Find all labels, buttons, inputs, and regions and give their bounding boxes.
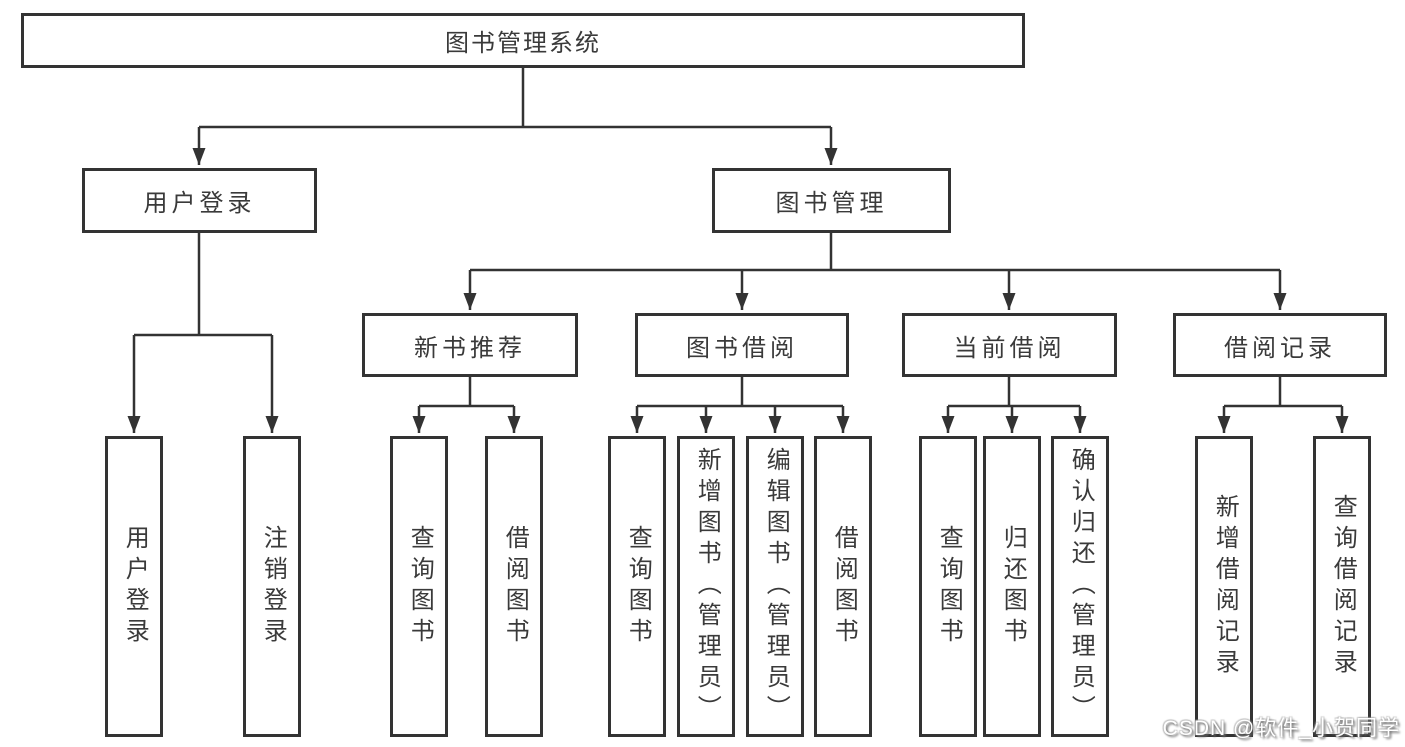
csdn-watermark: CSDN @软件_小贺同学 xyxy=(1162,717,1400,740)
leaf-borrow-books-recommend-label: 借阅图书 xyxy=(501,524,529,649)
leaf-borrow-books-recommend: 借阅图书 xyxy=(485,436,543,737)
node-borrow-records-label: 借阅记录 xyxy=(1224,334,1336,362)
leaf-add-borrow-record: 新增借阅记录 xyxy=(1195,436,1253,737)
leaf-logout: 注销登录 xyxy=(243,436,301,737)
leaf-query-books-current-label: 查询图书 xyxy=(935,524,963,649)
leaf-edit-book-admin: 编辑图书（管理员） xyxy=(746,436,804,737)
leaf-borrow-books-label: 借阅图书 xyxy=(830,524,858,649)
node-new-book-recommend: 新书推荐 xyxy=(362,313,578,377)
leaf-add-book-admin-label: 新增图书（管理员） xyxy=(693,447,721,726)
leaf-query-books-recommend: 查询图书 xyxy=(390,436,448,737)
node-book-management-label: 图书管理 xyxy=(775,190,888,217)
node-current-borrow-label: 当前借阅 xyxy=(953,334,1066,362)
node-user-login: 用户登录 xyxy=(82,168,317,233)
node-user-login-label: 用户登录 xyxy=(143,190,256,217)
node-root: 图书管理系统 xyxy=(21,13,1025,68)
leaf-add-borrow-record-label: 新增借阅记录 xyxy=(1211,493,1239,680)
leaf-query-borrow-record-label: 查询借阅记录 xyxy=(1329,493,1357,680)
leaf-add-book-admin: 新增图书（管理员） xyxy=(677,436,735,737)
leaf-return-book-label: 归还图书 xyxy=(999,524,1027,649)
leaf-user-login: 用户登录 xyxy=(105,436,163,737)
leaf-query-borrow-record: 查询借阅记录 xyxy=(1313,436,1371,737)
node-root-label: 图书管理系统 xyxy=(445,30,601,57)
leaf-query-books-recommend-label: 查询图书 xyxy=(406,524,434,649)
leaf-borrow-books: 借阅图书 xyxy=(814,436,872,737)
leaf-confirm-return-admin: 确认归还（管理员） xyxy=(1051,436,1109,737)
leaf-return-book: 归还图书 xyxy=(983,436,1041,737)
node-borrow-records: 借阅记录 xyxy=(1173,313,1387,377)
leaf-query-books-current: 查询图书 xyxy=(919,436,977,737)
node-new-book-recommend-label: 新书推荐 xyxy=(414,334,526,362)
node-current-borrow: 当前借阅 xyxy=(902,313,1117,377)
leaf-query-books-borrow: 查询图书 xyxy=(608,436,666,737)
leaf-user-login-label: 用户登录 xyxy=(121,524,149,649)
leaf-query-books-borrow-label: 查询图书 xyxy=(624,524,652,649)
leaf-edit-book-admin-label: 编辑图书（管理员） xyxy=(762,447,790,726)
node-book-management: 图书管理 xyxy=(712,168,951,233)
node-book-borrow-label: 图书借阅 xyxy=(686,334,798,362)
leaf-confirm-return-admin-label: 确认归还（管理员） xyxy=(1067,447,1095,726)
leaf-logout-label: 注销登录 xyxy=(259,524,287,649)
node-book-borrow: 图书借阅 xyxy=(635,313,849,377)
